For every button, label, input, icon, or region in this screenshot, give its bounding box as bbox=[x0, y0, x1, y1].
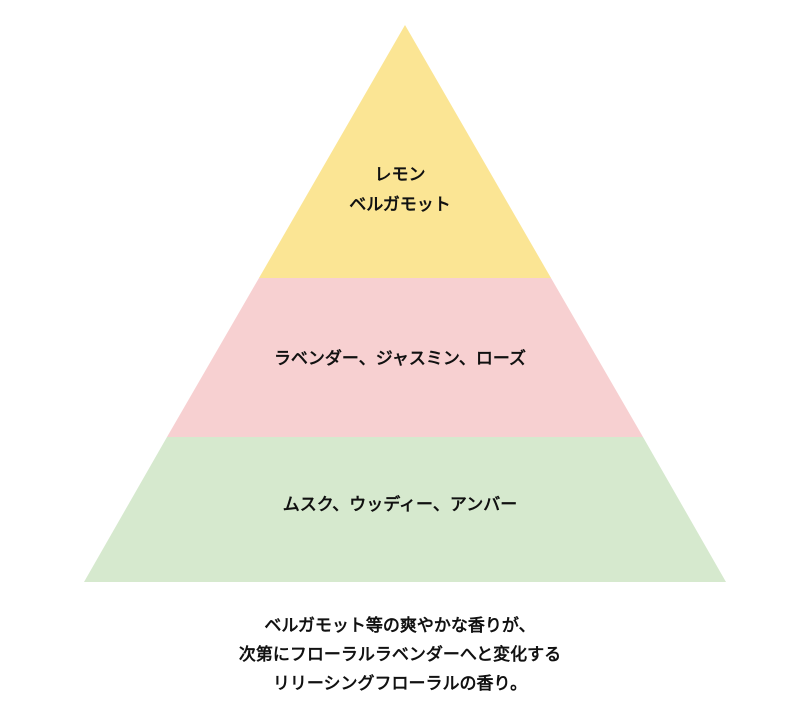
pyramid-tier-top bbox=[259, 25, 551, 278]
pyramid-tier-base bbox=[84, 437, 726, 582]
description-line: リリーシングフローラルの香り。 bbox=[272, 674, 528, 694]
fragrance-description: ベルガモット等の爽やかな香りが、 次第にフローラルラベンダーへと変化する リリー… bbox=[0, 612, 800, 699]
pyramid-tier-middle bbox=[167, 278, 643, 437]
top-note-label: レモン ベルガモット bbox=[0, 160, 800, 220]
base-note-line: ムスク、ウッディー、アンバー bbox=[282, 495, 518, 515]
top-note-line: ベルガモット bbox=[349, 195, 451, 215]
base-note-label: ムスク、ウッディー、アンバー bbox=[0, 490, 800, 520]
description-line: ベルガモット等の爽やかな香りが、 bbox=[264, 616, 536, 636]
fragrance-pyramid bbox=[84, 25, 726, 582]
description-line: 次第にフローラルラベンダーへと変化する bbox=[238, 645, 562, 665]
middle-note-label: ラベンダー、ジャスミン、ローズ bbox=[0, 344, 800, 374]
middle-note-line: ラベンダー、ジャスミン、ローズ bbox=[273, 349, 527, 369]
top-note-line: レモン bbox=[374, 165, 426, 185]
